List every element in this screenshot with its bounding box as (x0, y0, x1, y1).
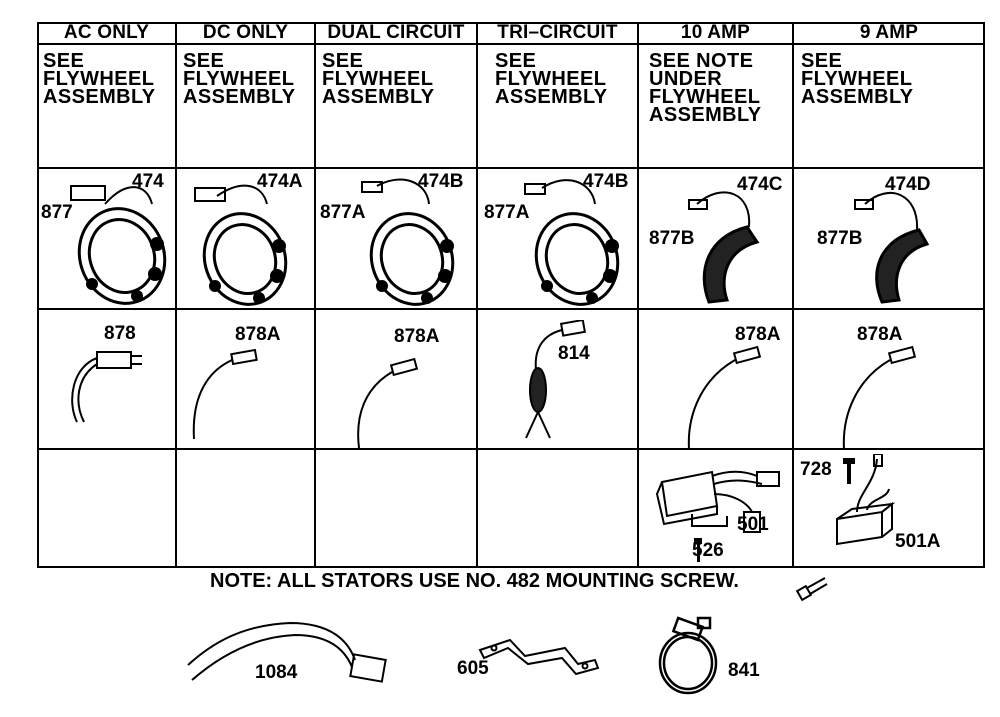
wire-lead-icon (192, 348, 258, 440)
screw-part-number: 728 (800, 459, 832, 480)
regulator-part-number: 501 (737, 514, 769, 535)
bracket-part-number: 605 (457, 658, 489, 679)
wire-lead-icon (842, 345, 917, 450)
stator-callout-number: 877A (484, 202, 530, 223)
note-dc-only: SEE FLYWHEEL ASSEMBLY (183, 50, 296, 108)
stator-part-number: 474B (583, 171, 629, 192)
lead-part-number: 878A (394, 326, 440, 347)
stator-segment-icon (688, 191, 760, 304)
stator-ring-icon (361, 178, 455, 306)
note-tri-circuit: SEE FLYWHEEL ASSEMBLY (495, 50, 608, 108)
header-ac-only: AC ONLY (63, 22, 150, 43)
stator-callout-number: 877 (41, 202, 73, 223)
connector-lead-icon (71, 351, 142, 423)
note-10-amp: SEE NOTE UNDER FLYWHEEL ASSEMBLY (649, 50, 762, 126)
bracket-icon (478, 638, 600, 676)
note-9-amp: SEE FLYWHEEL ASSEMBLY (801, 50, 914, 108)
stator-segment-icon (854, 192, 930, 304)
lead-part-number: 878A (857, 324, 903, 345)
header-9-amp: 9 AMP (859, 22, 919, 43)
stator-callout-number: 877B (649, 228, 695, 249)
wire-lead-icon (687, 345, 762, 450)
header-tri-circuit: TRI–CIRCUIT (497, 22, 618, 43)
header-dual-circuit: DUAL CIRCUIT (327, 22, 465, 43)
screw-part-number: 526 (692, 540, 724, 561)
stator-callout-number: 877A (320, 202, 366, 223)
note-dual-circuit: SEE FLYWHEEL ASSEMBLY (322, 50, 435, 108)
header-10-amp: 10 AMP (680, 22, 751, 43)
regulator-part-number: 501A (895, 531, 941, 552)
regulator-icon (655, 470, 780, 562)
wire-lead-icon (357, 357, 419, 449)
diode-lead-icon (525, 320, 587, 439)
stator-ring-icon (524, 179, 620, 306)
clamp-part-number: 841 (728, 660, 760, 681)
regulator-icon (836, 454, 896, 546)
stator-part-number: 474D (885, 174, 931, 195)
lead-part-number: 814 (558, 343, 590, 364)
table-grid-lines (37, 22, 985, 568)
wire-harness-icon (187, 621, 387, 683)
mounting-screw-icon (795, 577, 828, 602)
lead-part-number: 878A (735, 324, 781, 345)
stator-part-number: 474 (132, 171, 164, 192)
stator-part-number: 474B (418, 171, 464, 192)
harness-part-number: 1084 (255, 662, 298, 683)
stator-ring-icon (70, 185, 167, 305)
stator-part-number: 474A (257, 171, 303, 192)
mounting-screw-note: NOTE: ALL STATORS USE NO. 482 MOUNTING S… (210, 570, 739, 592)
lead-part-number: 878 (104, 323, 136, 344)
stator-callout-number: 877B (817, 228, 863, 249)
hose-clamp-icon (658, 616, 718, 695)
header-dc-only: DC ONLY (202, 22, 289, 43)
stator-ring-icon (194, 184, 288, 306)
lead-part-number: 878A (235, 324, 281, 345)
parts-table: AC ONLY DC ONLY DUAL CIRCUIT TRI–CIRCUIT… (37, 22, 985, 568)
note-ac-only: SEE FLYWHEEL ASSEMBLY (43, 50, 156, 108)
stator-part-number: 474C (737, 174, 783, 195)
